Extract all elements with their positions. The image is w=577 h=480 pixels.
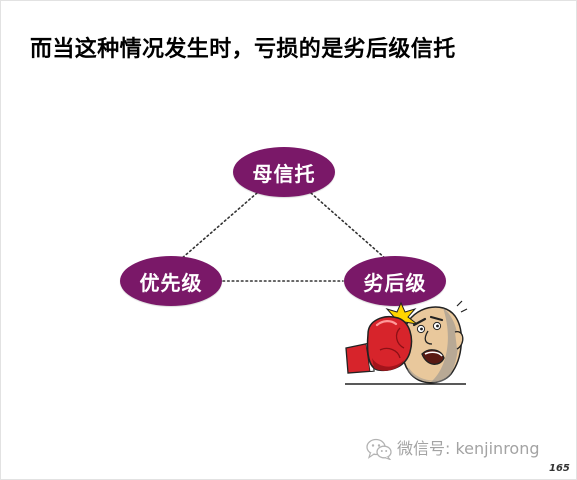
node-label: 优先级 [139, 270, 203, 295]
page-number: 165 [549, 463, 570, 474]
wechat-icon [366, 438, 392, 460]
connector-top-right [310, 192, 387, 260]
node-label: 劣后级 [363, 270, 427, 295]
watermark-text: 微信号: kenjinrong [397, 439, 540, 458]
boxing-glove-punch-icon [345, 300, 468, 385]
node-label: 母信托 [252, 161, 316, 186]
connector-top-left [180, 192, 258, 260]
node-parent-trust: 母信托 [233, 147, 335, 197]
node-senior-tranche: 优先级 [120, 256, 222, 306]
slide-title: 而当这种情况发生时，亏损的是劣后级信托 [30, 37, 456, 62]
node-junior-tranche: 劣后级 [344, 256, 446, 306]
